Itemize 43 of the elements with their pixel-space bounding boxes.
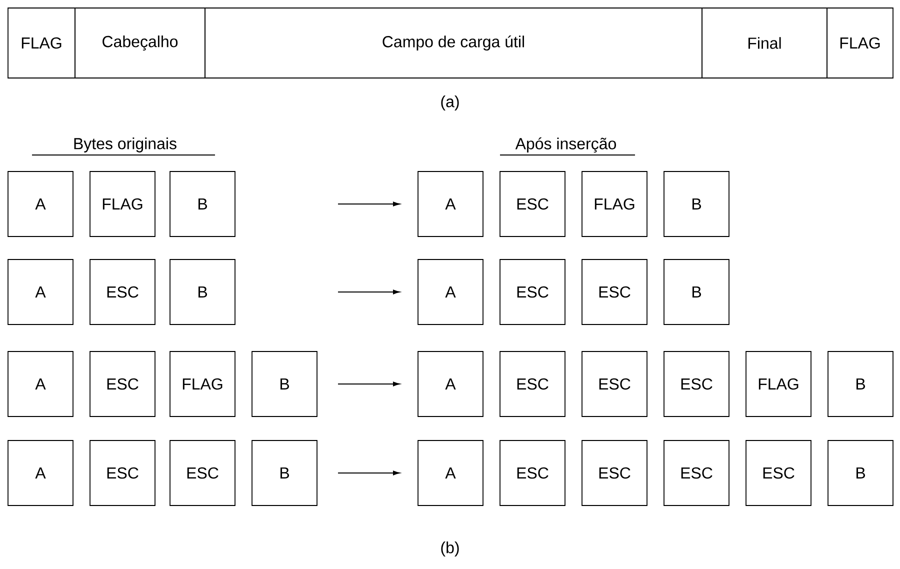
byte-box: B bbox=[828, 440, 894, 506]
frame-field: Campo de carga útil bbox=[204, 8, 702, 78]
byte-box: A bbox=[8, 171, 74, 237]
byte-box: ESC bbox=[746, 440, 812, 506]
column-heading: Após inserção bbox=[515, 137, 616, 153]
byte-box: FLAG bbox=[746, 351, 812, 417]
figure-caption: (b) bbox=[441, 542, 459, 556]
byte-box: ESC bbox=[582, 440, 648, 506]
byte-box: FLAG bbox=[90, 171, 156, 237]
byte-box: ESC bbox=[170, 440, 236, 506]
column-heading: Bytes originais bbox=[74, 138, 176, 152]
byte-box: A bbox=[418, 259, 484, 325]
byte-box: A bbox=[418, 171, 484, 237]
byte-box: ESC bbox=[664, 351, 730, 417]
byte-box: ESC bbox=[500, 351, 566, 417]
byte-box: ESC bbox=[582, 259, 648, 325]
byte-box: B bbox=[252, 440, 318, 506]
figure-caption: (a) bbox=[441, 96, 459, 110]
frame-field: Cabeçalho bbox=[74, 8, 206, 78]
byte-box: B bbox=[828, 351, 894, 417]
frame-field: FLAG bbox=[826, 8, 894, 78]
byte-box: A bbox=[8, 259, 74, 325]
byte-box: A bbox=[418, 351, 484, 417]
byte-box: ESC bbox=[500, 259, 566, 325]
frame-field: Final bbox=[702, 8, 828, 78]
byte-box: ESC bbox=[90, 351, 156, 417]
byte-box: A bbox=[8, 440, 74, 506]
byte-box: ESC bbox=[500, 440, 566, 506]
byte-box: ESC bbox=[664, 440, 730, 506]
byte-box: ESC bbox=[90, 259, 156, 325]
byte-box: B bbox=[252, 351, 318, 417]
byte-box: ESC bbox=[500, 171, 566, 237]
byte-box: FLAG bbox=[582, 171, 648, 237]
byte-box: B bbox=[170, 259, 236, 325]
byte-box: ESC bbox=[582, 351, 648, 417]
byte-box: ESC bbox=[90, 440, 156, 506]
byte-box: B bbox=[170, 171, 236, 237]
byte-box: FLAG bbox=[170, 351, 236, 417]
frame-field: FLAG bbox=[8, 8, 76, 78]
byte-box: A bbox=[8, 351, 74, 417]
byte-box: B bbox=[664, 171, 730, 237]
byte-box: B bbox=[664, 259, 730, 325]
byte-box: A bbox=[418, 440, 484, 506]
